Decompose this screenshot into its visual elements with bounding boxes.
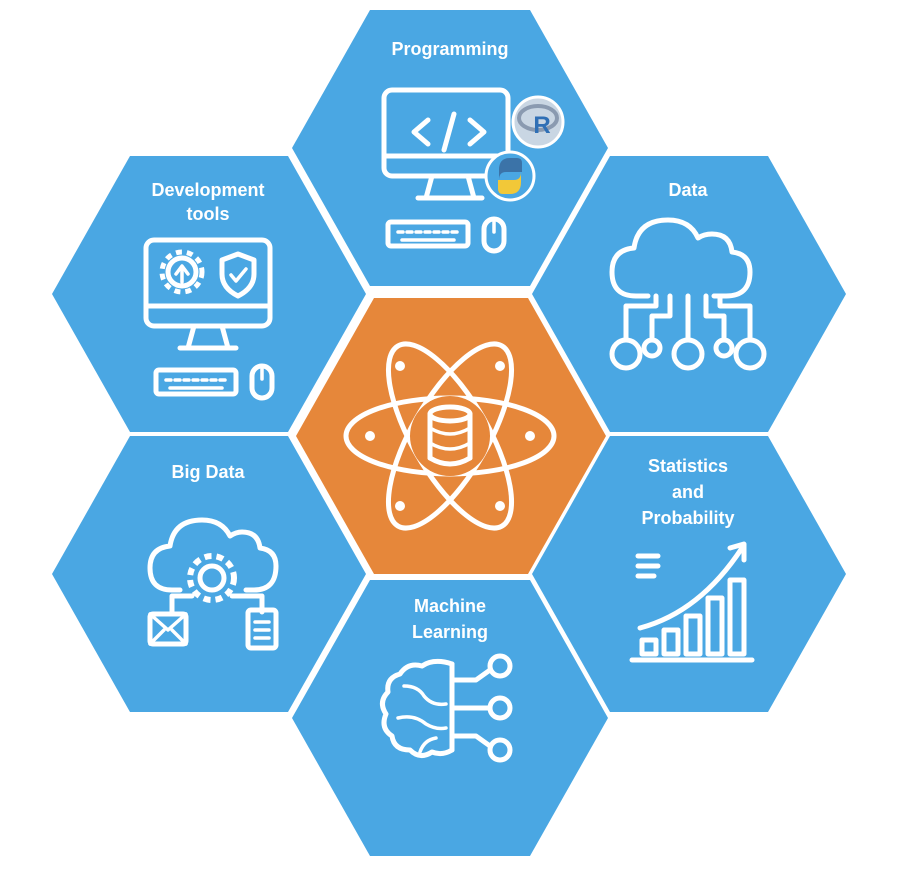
hex-programming-shape — [292, 10, 608, 286]
svg-text:R: R — [533, 112, 550, 139]
hex-machine-learning-label-line1: Machine — [414, 596, 486, 616]
computer-code-icon — [381, 87, 511, 254]
hex-data: Data — [532, 156, 846, 432]
hex-development-tools-label-line2: tools — [187, 204, 230, 224]
brain-circuit-icon — [380, 653, 513, 763]
hex-machine-learning-label-line2: Learning — [412, 622, 488, 642]
hex-development-tools: Development tools — [52, 156, 366, 432]
hex-big-data-label: Big Data — [171, 462, 245, 482]
cloud-network-icon — [609, 217, 767, 371]
cloud-gear-icon — [147, 517, 279, 651]
hex-statistics-label-line1: Statistics — [648, 456, 728, 476]
hex-statistics-shape — [532, 436, 846, 712]
hex-development-tools-shape — [52, 156, 366, 432]
hex-center — [296, 298, 606, 574]
hex-data-label: Data — [668, 180, 708, 200]
hex-statistics-label-line2: and — [672, 482, 704, 502]
hex-statistics-label-line3: Probability — [641, 508, 734, 528]
hex-big-data: Big Data — [52, 436, 366, 712]
python-logo-icon — [484, 150, 536, 202]
r-logo-icon: R — [511, 95, 565, 149]
hex-machine-learning: Machine Learning — [292, 580, 608, 856]
computer-settings-shield-icon — [143, 237, 275, 401]
growth-chart-icon — [629, 541, 755, 663]
hex-big-data-shape — [52, 436, 366, 712]
hex-programming-label: Programming — [391, 39, 508, 59]
hex-programming: Programming R — [292, 10, 608, 286]
atom-database-icon — [343, 341, 557, 531]
hex-development-tools-label-line1: Development — [151, 180, 264, 200]
hex-statistics: Statistics and Probability — [532, 436, 846, 712]
